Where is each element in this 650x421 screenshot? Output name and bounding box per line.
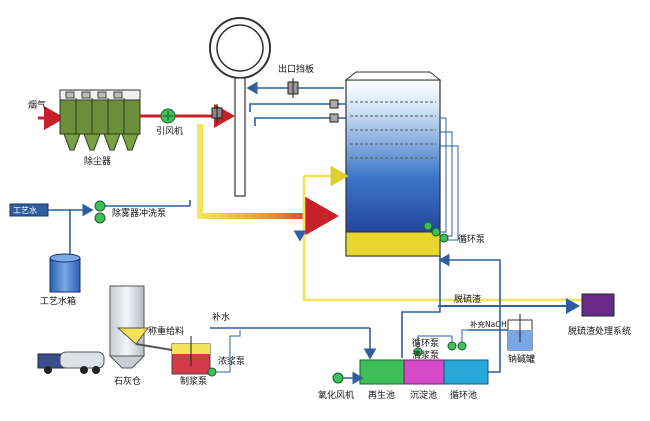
demister-valve-2 — [329, 113, 339, 123]
slurry-tank — [171, 336, 211, 375]
slag-system-label: 脱硫渣处理系统 — [568, 325, 631, 337]
demister-pumps — [94, 200, 106, 224]
tower-discharge-line — [401, 256, 441, 358]
circulation-tank-label: 循环池 — [450, 389, 477, 401]
regeneration-tank-label: 再生池 — [368, 389, 395, 401]
lime-silo — [108, 285, 146, 369]
weighing-feeder — [116, 327, 149, 345]
slurry-pump-outlet — [216, 330, 241, 373]
spray-layers — [350, 101, 436, 159]
soda-tank — [507, 314, 533, 351]
slurry-pump-icon — [207, 367, 217, 377]
slurry-loop-top — [302, 176, 610, 302]
weighing-feeder-label: 称重给料 — [148, 325, 184, 337]
process-water-label: 工艺水 — [13, 205, 37, 215]
dust-collector — [59, 89, 141, 151]
settling-tank-label: 沉淀池 — [410, 389, 437, 401]
slag-processing-box — [581, 293, 615, 317]
settling-tank — [403, 359, 445, 385]
oxidation-fan-icon — [332, 372, 344, 384]
outlet-baffle-label: 出口挡板 — [278, 63, 314, 75]
circulation-pump-label: 循环泵 — [458, 233, 485, 245]
return-to-tower-line — [438, 253, 501, 373]
outlet-baffle-valve — [287, 78, 299, 98]
naoh-makeup-label: 补充NaOH — [470, 319, 507, 329]
basin-pump-line-2 — [461, 329, 480, 342]
regeneration-tank — [359, 359, 405, 385]
lime-silo-label: 石灰仓 — [114, 375, 141, 387]
chimney — [209, 17, 271, 197]
flue-gas-label: 烟气 — [28, 99, 46, 111]
circulation-line-3 — [440, 145, 459, 241]
circulation-line-1 — [440, 117, 447, 233]
demister-pump-label: 除雾器冲洗泵 — [112, 207, 166, 219]
slurry-pump-label: 浓浆泵 — [218, 355, 245, 367]
demister-wash-line-1 — [249, 103, 346, 112]
desulfurization-slag-label: 脱硫渣 — [454, 293, 481, 305]
absorption-tower — [344, 71, 442, 257]
slurry-making-pump-label: 制浆泵 — [180, 375, 207, 387]
process-water-tank-label: 工艺水箱 — [40, 295, 76, 307]
demister-valve-1 — [329, 99, 339, 109]
demister-wash-line-2 — [254, 117, 346, 126]
raw-gas-duct — [197, 124, 330, 219]
induced-fan-label: 引风机 — [156, 125, 183, 137]
circulation-tank — [443, 359, 489, 385]
lime-truck — [37, 351, 105, 374]
dust-collector-label: 除尘器 — [84, 155, 111, 167]
feeder-chute — [135, 343, 173, 351]
bypass-damper — [211, 104, 223, 124]
circulation-pump-2-label: 循环泵 — [412, 337, 439, 349]
induced-fan — [160, 108, 176, 124]
basin-pumps — [413, 341, 467, 357]
makeup-water-label: 补水 — [212, 311, 230, 323]
soda-tank-label: 钠碱罐 — [508, 353, 535, 365]
process-water-tank — [49, 253, 81, 293]
clear-pump-label: 清浆泵 — [412, 349, 439, 361]
basin-pump-line-1 — [417, 335, 453, 348]
circulation-pumps — [423, 221, 449, 243]
oxidation-fan-label: 氧化风机 — [318, 389, 354, 401]
